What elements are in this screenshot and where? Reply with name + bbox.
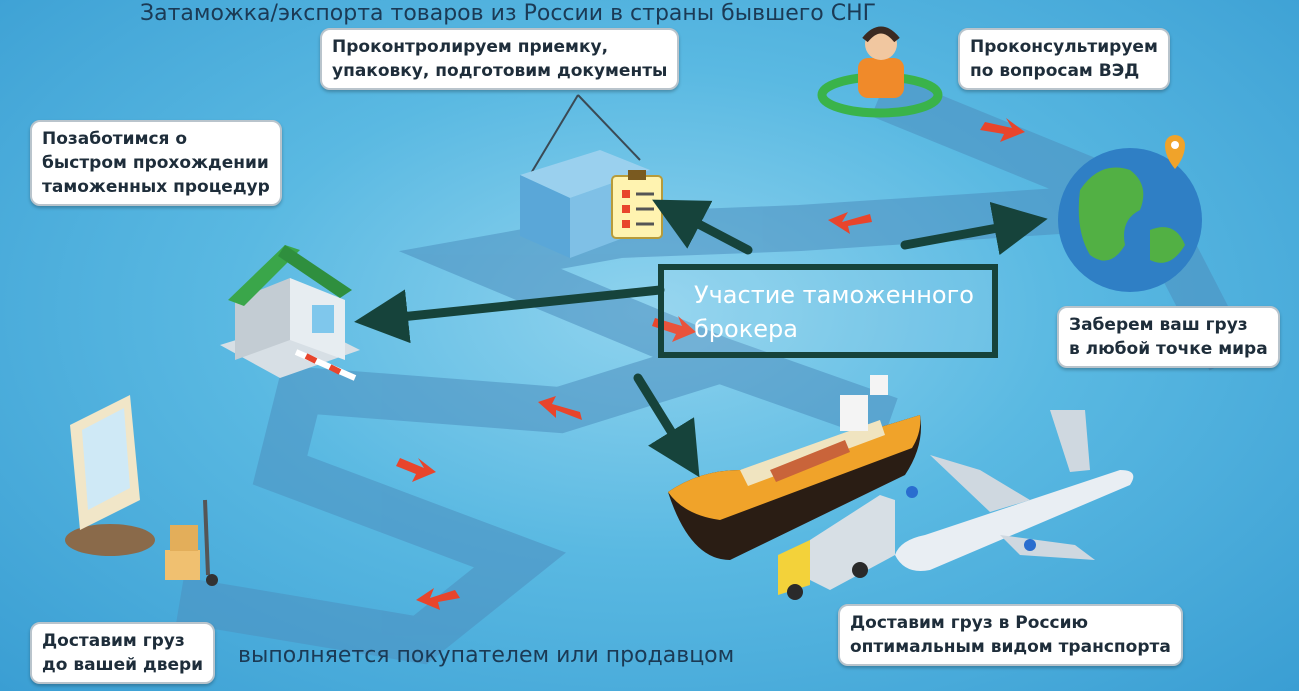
broker-label-line: брокера — [694, 315, 798, 343]
broker-arrow-house — [354, 285, 665, 344]
route-arrow — [980, 118, 1025, 142]
step-label-line: Доставим груз — [42, 631, 185, 651]
step-label-line: до вашей двери — [42, 655, 204, 675]
route-arrow — [828, 212, 872, 234]
globe-icon — [1058, 148, 1202, 292]
step-label-line: по вопросам ВЭД — [970, 61, 1140, 81]
step-label-line: Доставим груз в Россию — [850, 613, 1089, 633]
route-arrows — [396, 118, 1025, 610]
step-label-deliver-door: Доставим груз до вашей двери — [30, 622, 216, 684]
hand-truck-icon — [165, 499, 218, 586]
broker-box: Участие таможенного брокера — [658, 264, 998, 358]
checklist-icon — [611, 170, 663, 239]
step-label-control: Проконтролируем приемку, упаковку, подго… — [320, 28, 680, 90]
broker-pointers — [354, 199, 1048, 478]
step-label-deliver-russia: Доставим груз в Россию оптимальным видом… — [838, 604, 1183, 666]
step-label-line: Заберем ваш груз — [1069, 315, 1248, 335]
broker-label: Участие таможенного брокера — [694, 278, 974, 346]
broker-label-line: Участие таможенного — [694, 281, 974, 309]
ship-icon — [668, 375, 921, 560]
step-label-line: быстром прохождении — [42, 153, 269, 173]
barrier-icon — [294, 349, 357, 381]
step-label-consult: Проконсультируем по вопросам ВЭД — [958, 28, 1170, 90]
location-pin-icon — [1165, 135, 1185, 169]
step-label-line: оптимальным видом транспорта — [850, 637, 1171, 657]
truck-icon — [778, 495, 895, 600]
route-arrow — [416, 588, 460, 610]
operator-icon — [817, 26, 943, 118]
step-label-line: упаковку, подготовим документы — [332, 61, 668, 81]
airplane-icon — [895, 410, 1134, 571]
step-label-line: Позаботимся о — [42, 129, 188, 149]
step-label-line: Проконтролируем приемку, — [332, 37, 609, 57]
diagram-title: Затаможка/экспорта товаров из России в с… — [140, 1, 877, 26]
broker-arrow-container — [652, 199, 753, 255]
route-arrow — [538, 396, 582, 420]
step-label-line: Проконсультируем — [970, 37, 1158, 57]
footer-note: выполняется покупателем или продавцом — [238, 643, 735, 668]
broker-arrow-ship — [633, 373, 700, 478]
route-arrow — [396, 458, 436, 482]
door-icon — [65, 395, 155, 556]
step-label-line: в любой точке мира — [1069, 339, 1268, 359]
step-label-customs: Позаботимся о быстром прохождении таможе… — [30, 120, 282, 206]
step-label-line: таможенных процедур — [42, 177, 270, 197]
step-label-pickup: Заберем ваш груз в любой точке мира — [1057, 306, 1280, 368]
customs-house-icon — [220, 245, 360, 378]
broker-arrow-globe — [900, 201, 1048, 256]
